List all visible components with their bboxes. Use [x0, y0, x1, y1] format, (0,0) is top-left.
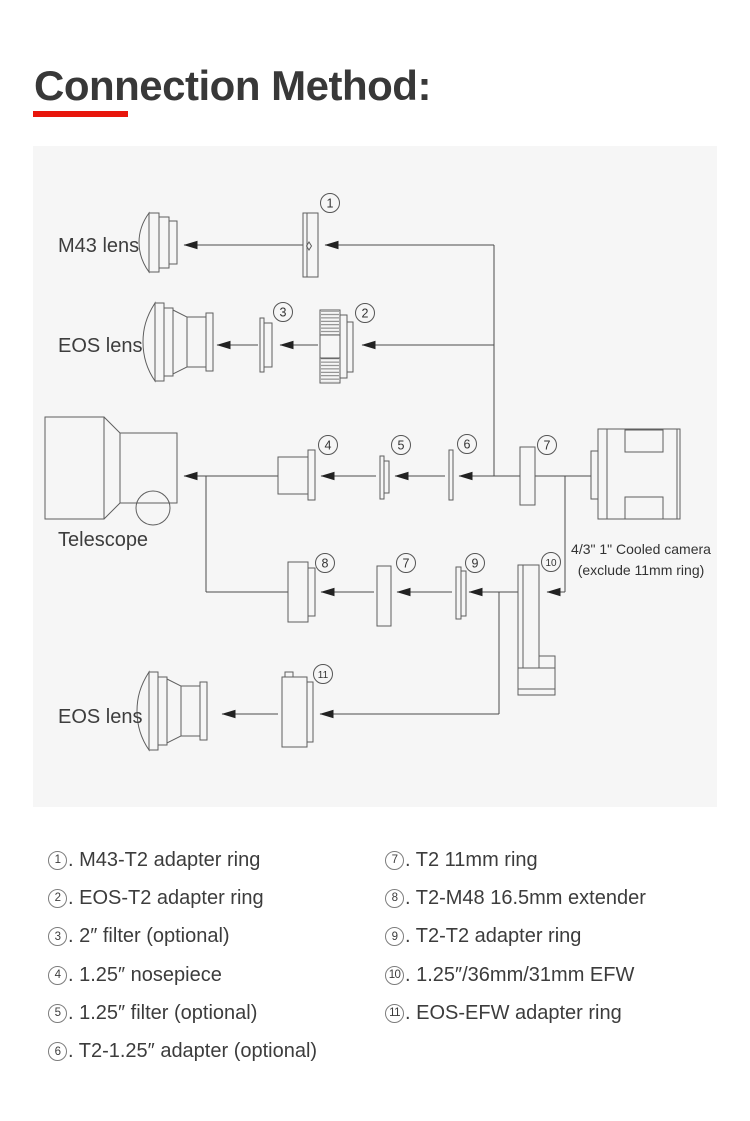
legend-item-11: 11. EOS-EFW adapter ring	[385, 994, 646, 1032]
legend-item-5: 5. 1.25″ filter (optional)	[48, 994, 317, 1032]
legend-item-text: . M43-T2 adapter ring	[68, 848, 261, 871]
legend-item-number: 1	[48, 850, 67, 870]
eos-lens-bottom-label: EOS lens	[58, 706, 142, 728]
svg-text:3: 3	[280, 306, 287, 320]
title-underline	[33, 111, 128, 117]
eos-lens-top-label: EOS lens	[58, 335, 142, 357]
legend-item-2: 2. EOS-T2 adapter ring	[48, 879, 317, 917]
legend-item-text: . T2-M48 16.5mm extender	[405, 886, 646, 909]
diagram-callouts: 1 2 3 4 5 6 7 8 7 9 10 11	[273, 193, 561, 684]
callout-3: 3	[273, 302, 293, 322]
svg-text:10: 10	[545, 558, 557, 569]
adapter-1-drawing	[302, 212, 319, 278]
legend-item-1: 1. M43-T2 adapter ring	[48, 841, 317, 879]
callout-7: 7	[537, 435, 557, 455]
legend-item-7: 7. T2 11mm ring	[385, 841, 646, 879]
svg-text:9: 9	[472, 557, 479, 571]
svg-text:5: 5	[398, 439, 405, 453]
legend-item-number: 3	[48, 927, 67, 947]
callout-7b: 7	[396, 553, 416, 573]
legend-item-number: 11	[385, 1003, 404, 1023]
svg-text:11: 11	[318, 670, 329, 681]
callout-1: 1	[320, 193, 340, 213]
eos-t2-drawing	[319, 309, 354, 384]
eos-lens-drawing	[142, 301, 214, 383]
legend-item-text: . 1.25″ filter (optional)	[68, 1001, 258, 1024]
legend-item-text: . 2″ filter (optional)	[68, 925, 230, 948]
callout-9: 9	[465, 553, 485, 573]
legend-item-10: 10. 1.25″/36mm/31mm EFW	[385, 956, 646, 994]
legend-item-text: . 1.25″ nosepiece	[68, 963, 222, 986]
legend-item-number: 10	[385, 965, 404, 985]
legend-item-number: 8	[385, 888, 404, 908]
telescope-drawing	[44, 416, 178, 526]
svg-text:8: 8	[322, 557, 329, 571]
callout-11: 11	[313, 664, 333, 684]
adapter-11-drawing	[281, 671, 314, 748]
legend-item-number: 4	[48, 965, 67, 985]
legend-item-6: 6. T2-1.25″ adapter (optional)	[48, 1032, 317, 1070]
connection-lines	[183, 240, 591, 719]
callout-6: 6	[457, 434, 477, 454]
svg-text:6: 6	[464, 438, 471, 452]
legend-column-left: 1. M43-T2 adapter ring 2. EOS-T2 adapter…	[48, 841, 317, 1071]
callout-8: 8	[315, 553, 335, 573]
telescope-label: Telescope	[58, 529, 148, 551]
callout-5: 5	[391, 435, 411, 455]
legend-item-text: . T2 11mm ring	[405, 848, 538, 871]
efw-10-drawing	[517, 564, 556, 696]
ring-7b-drawing	[376, 565, 392, 627]
svg-text:7: 7	[544, 439, 551, 453]
legend-item-text: . T2-T2 adapter ring	[405, 925, 582, 948]
callout-4: 4	[318, 435, 338, 455]
legend-item-text: . EOS-EFW adapter ring	[405, 1001, 622, 1024]
legend-item-text: . EOS-T2 adapter ring	[68, 886, 264, 909]
svg-text:4: 4	[325, 439, 332, 453]
legend-item-9: 9. T2-T2 adapter ring	[385, 918, 646, 956]
legend-item-text: . T2-1.25″ adapter (optional)	[68, 1040, 318, 1063]
ring-7-drawing	[519, 446, 536, 506]
nosepiece-4-drawing	[277, 449, 316, 501]
adapter-6-drawing	[448, 449, 454, 501]
filter-5-drawing	[379, 455, 390, 500]
extender-8-drawing	[287, 561, 316, 623]
m43-lens-label: M43 lens	[58, 235, 139, 257]
svg-text:7: 7	[403, 557, 410, 571]
page-title: Connection Method:	[34, 62, 431, 109]
legend-column-right: 7. T2 11mm ring 8. T2-M48 16.5mm extende…	[385, 841, 646, 1032]
legend-item-number: 7	[385, 850, 404, 870]
legend: 1. M43-T2 adapter ring 2. EOS-T2 adapter…	[0, 841, 750, 1081]
eos-lens-bottom-drawing	[136, 671, 208, 751]
camera-caption-line2: (exclude 11mm ring)	[578, 562, 705, 578]
legend-item-3: 3. 2″ filter (optional)	[48, 918, 317, 956]
legend-item-text: . 1.25″/36mm/31mm EFW	[405, 963, 635, 986]
legend-item-4: 4. 1.25″ nosepiece	[48, 956, 317, 994]
svg-text:2: 2	[362, 307, 369, 321]
legend-item-8: 8. T2-M48 16.5mm extender	[385, 879, 646, 917]
m43-lens-drawing	[138, 211, 178, 274]
filter-3-drawing	[259, 317, 273, 373]
camera-drawing	[590, 428, 681, 520]
svg-text:1: 1	[327, 197, 334, 211]
legend-item-number: 5	[48, 1003, 67, 1023]
callout-10: 10	[541, 552, 561, 572]
callout-2: 2	[355, 303, 375, 323]
connection-diagram: 1 2 3 4 5 6 7 8 7 9 10 11 M43 lens EOS l…	[44, 193, 711, 751]
diagram-panel: 1 2 3 4 5 6 7 8 7 9 10 11 M43 lens EOS l…	[33, 146, 717, 807]
camera-caption-line1: 4/3" 1" Cooled camera	[571, 541, 711, 557]
legend-item-number: 9	[385, 927, 404, 947]
adapter-9-drawing	[455, 566, 467, 620]
legend-item-number: 2	[48, 888, 67, 908]
legend-item-number: 6	[48, 1042, 67, 1062]
